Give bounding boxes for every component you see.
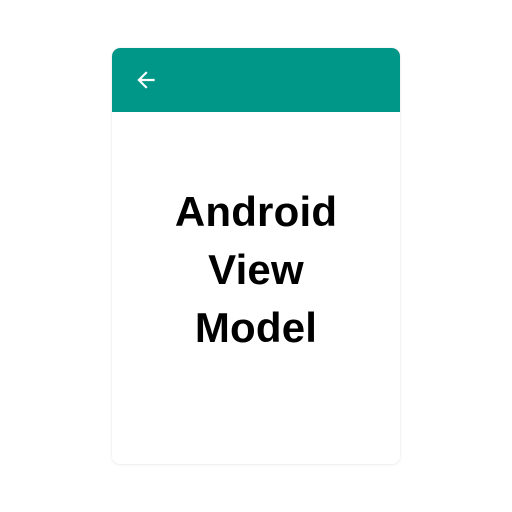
title-line-android: Android [174,188,338,235]
page-title: Android View Model [175,183,337,357]
main-content: Android View Model [112,112,400,464]
title-line-model: Model [194,304,318,351]
phone-card: Android View Model [112,48,400,464]
app-bar [112,48,400,112]
arrow-left-icon [137,71,155,89]
back-button[interactable] [130,64,162,96]
title-line-view: View [208,246,304,293]
